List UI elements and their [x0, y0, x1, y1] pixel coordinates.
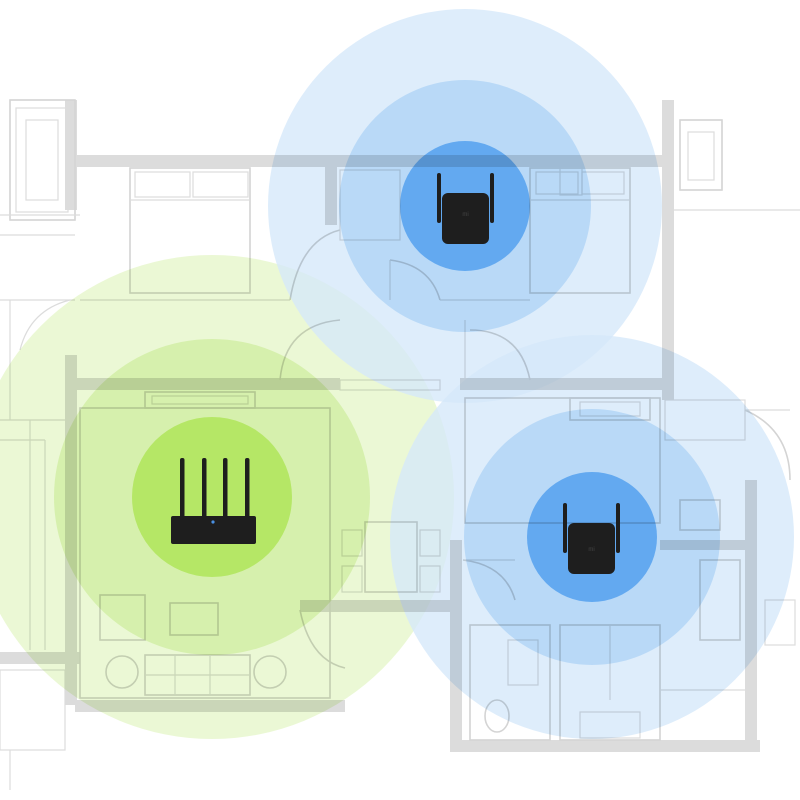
router-antenna-2 [202, 458, 207, 520]
router-body [171, 516, 256, 544]
extender-2-logo: mi [588, 547, 594, 553]
extender-1-body [442, 193, 489, 244]
extender-1-antenna-left [437, 173, 441, 223]
router-antenna-3 [223, 458, 228, 520]
extender-2-antenna-left [563, 503, 567, 553]
wifi-router-icon [171, 458, 256, 544]
coverage-zones [0, 9, 794, 739]
router-antenna-1 [180, 458, 185, 520]
router-status-led [211, 520, 215, 524]
extender-2-body [568, 523, 615, 574]
wifi-extender-icon: mi [437, 173, 494, 244]
extender-1-logo: mi [462, 212, 468, 218]
router-antenna-4 [245, 458, 250, 520]
extender-1-antenna-right [490, 173, 494, 223]
router-coverage-core [132, 417, 292, 577]
wifi-extender-icon: mi [563, 503, 620, 574]
extender-2-antenna-right [616, 503, 620, 553]
